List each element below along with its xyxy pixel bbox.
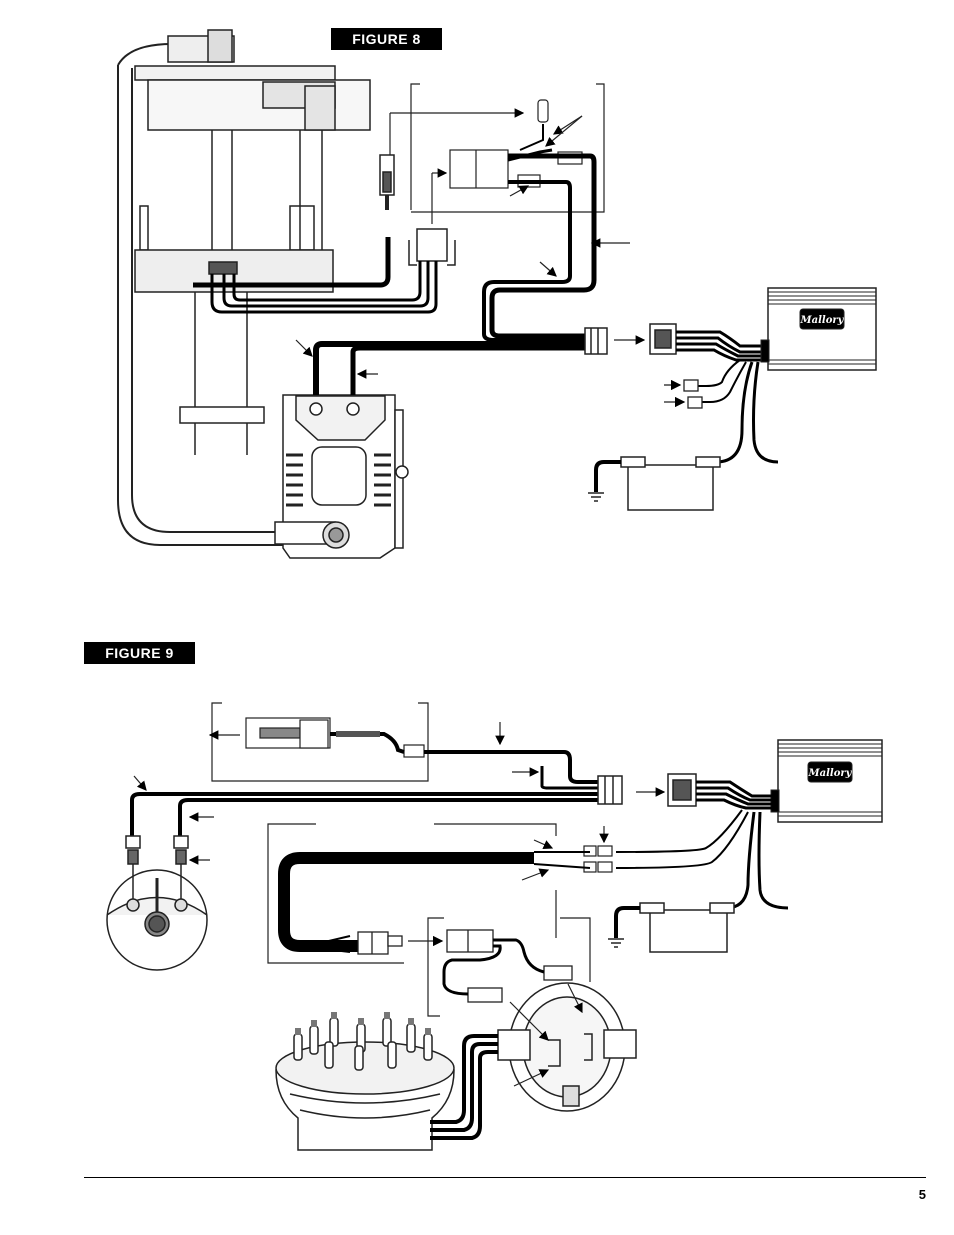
battery-fig9 (608, 903, 734, 952)
ignition-box-fig8 (761, 288, 876, 370)
ignition-box-fig9 (771, 740, 882, 822)
harness-plug (380, 155, 394, 210)
fig9-harness (284, 852, 590, 952)
coil-pack (275, 395, 408, 558)
battery-fig8 (588, 457, 720, 510)
figure-9-wires (132, 734, 598, 836)
distributor-cap (107, 836, 207, 970)
pickup-ring (498, 983, 636, 1111)
figure-8-pointers (296, 243, 630, 374)
page-number: 5 (919, 1187, 926, 1202)
spade-terminals-fig9 (584, 826, 612, 872)
figure-9-box-wires (616, 782, 788, 908)
figure-9-connectors (598, 774, 696, 806)
figure-8-connectors (585, 324, 676, 354)
figure-8-diagram: Mallory (118, 30, 876, 558)
box-brand-fig8: Mallory (800, 315, 845, 326)
distributor-body (276, 1012, 454, 1150)
figure-9-diagram: Mallory (107, 703, 882, 1150)
box-brand-fig9: Mallory (808, 768, 853, 779)
footer-rule (84, 1177, 926, 1178)
spade-terminals-fig8 (664, 380, 702, 408)
